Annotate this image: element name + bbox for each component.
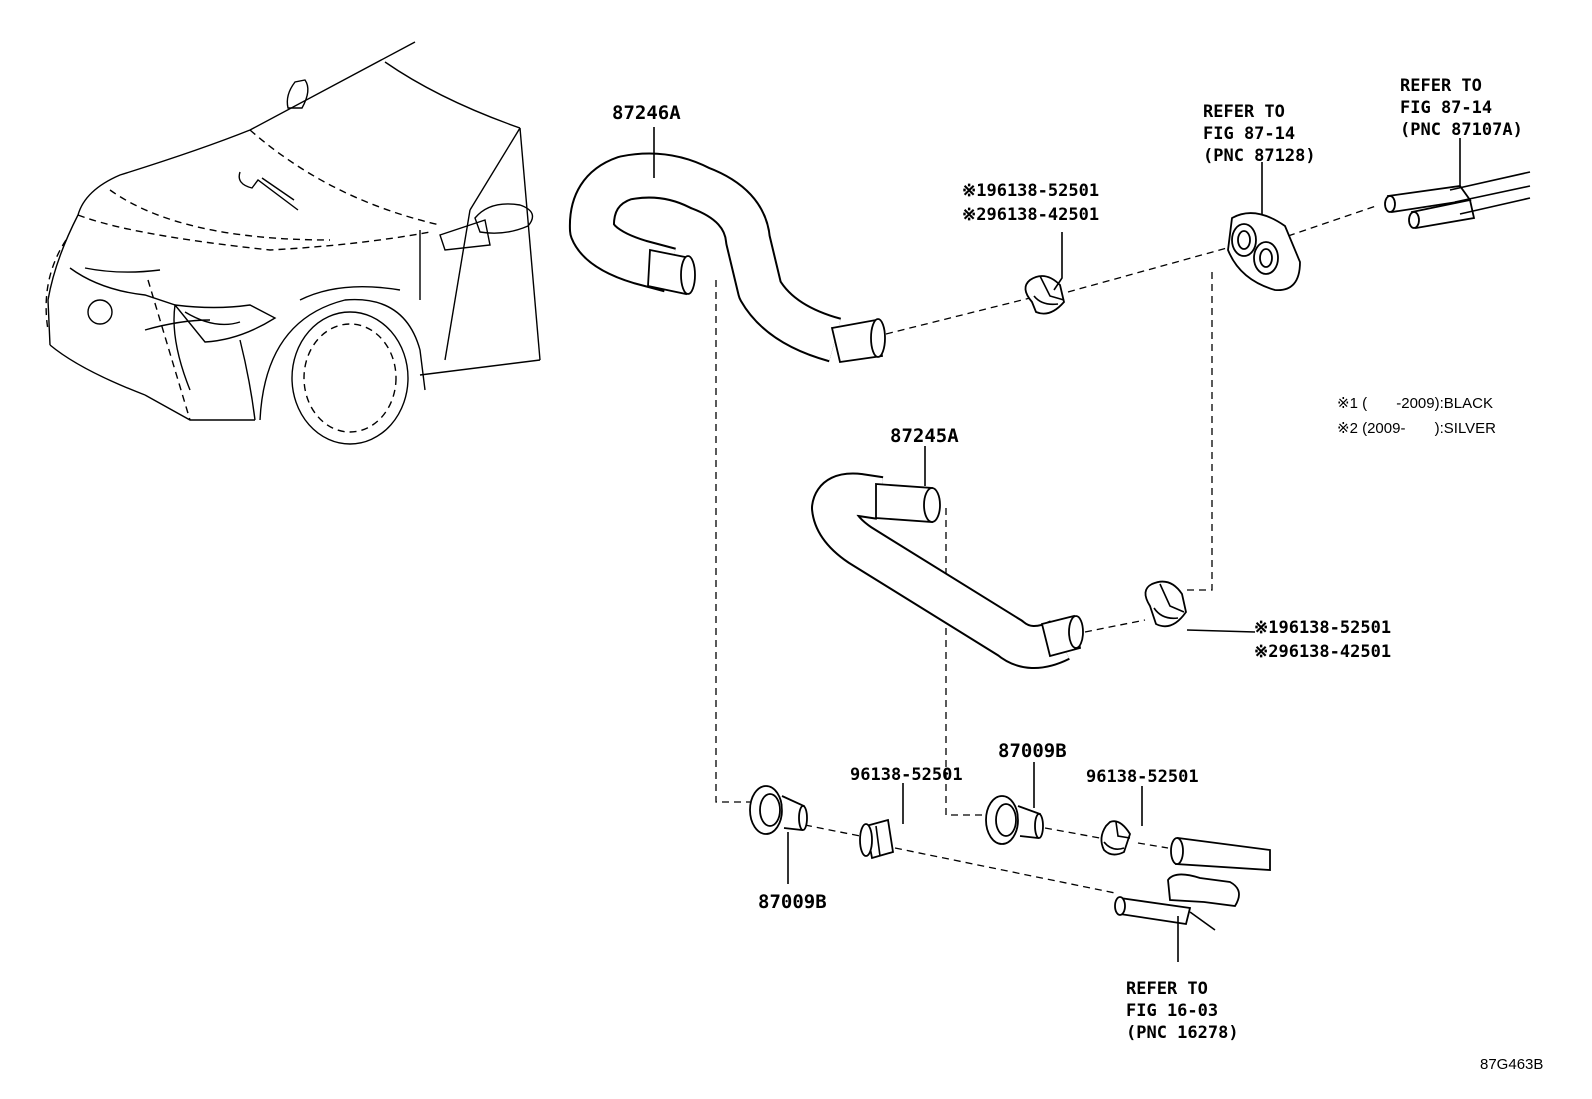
refer-grommet-line2[interactable]: FIG 87-14 — [1203, 124, 1295, 144]
label-clamp-bottom-right[interactable]: 96138-52501 — [1086, 767, 1199, 787]
refer-pipes-line2[interactable]: FIG 87-14 — [1400, 98, 1492, 118]
label-clamp-mid-line2[interactable]: ※296138-42501 — [1254, 642, 1391, 662]
refer-engine-line1[interactable]: REFER TO — [1126, 979, 1208, 999]
label-clamp-bottom-left[interactable]: 96138-52501 — [850, 765, 963, 785]
hose-joint-right-87009B[interactable] — [985, 795, 1044, 845]
hose-joint-left-87009B[interactable] — [749, 785, 808, 835]
label-hose-87246A[interactable]: 87246A — [612, 102, 681, 124]
label-joint-left-87009B[interactable]: 87009B — [758, 891, 827, 913]
hose-clamp-upper[interactable] — [1024, 275, 1065, 315]
heater-hose-87245A[interactable] — [811, 472, 1084, 669]
hose-clamp-middle[interactable] — [1144, 580, 1187, 628]
grommet-plate[interactable] — [1227, 212, 1301, 291]
note-2-silver: ※2 (2009- ):SILVER — [1337, 420, 1496, 437]
heater-pipes — [1384, 171, 1531, 230]
refer-engine-line2[interactable]: FIG 16-03 — [1126, 1001, 1218, 1021]
label-hose-87245A[interactable]: 87245A — [890, 425, 959, 447]
refer-pipes-line1[interactable]: REFER TO — [1400, 76, 1482, 96]
labels: 87246A ※196138-52501 ※296138-42501 REFER… — [612, 76, 1543, 1073]
figure-code: 87G463B — [1480, 1056, 1543, 1073]
label-clamp-upper-line1[interactable]: ※196138-52501 — [962, 181, 1099, 201]
vehicle-illustration — [45, 41, 541, 445]
engine-pipes — [1114, 836, 1271, 931]
note-1-black: ※1 ( -2009):BLACK — [1337, 395, 1493, 412]
refer-grommet-line3[interactable]: (PNC 87128) — [1203, 146, 1316, 166]
refer-grommet-line1[interactable]: REFER TO — [1203, 102, 1285, 122]
refer-engine-line3[interactable]: (PNC 16278) — [1126, 1023, 1239, 1043]
hose-clamp-bottom-left[interactable] — [859, 818, 895, 860]
refer-pipes-line3[interactable]: (PNC 87107A) — [1400, 120, 1523, 140]
label-joint-right-87009B[interactable]: 87009B — [998, 740, 1067, 762]
label-clamp-upper-line2[interactable]: ※296138-42501 — [962, 205, 1099, 225]
hose-clamp-bottom-right[interactable] — [1100, 820, 1131, 856]
label-clamp-mid-line1[interactable]: ※196138-52501 — [1254, 618, 1391, 638]
heater-hose-87246A[interactable] — [568, 152, 886, 364]
leader-lines — [653, 127, 1461, 962]
